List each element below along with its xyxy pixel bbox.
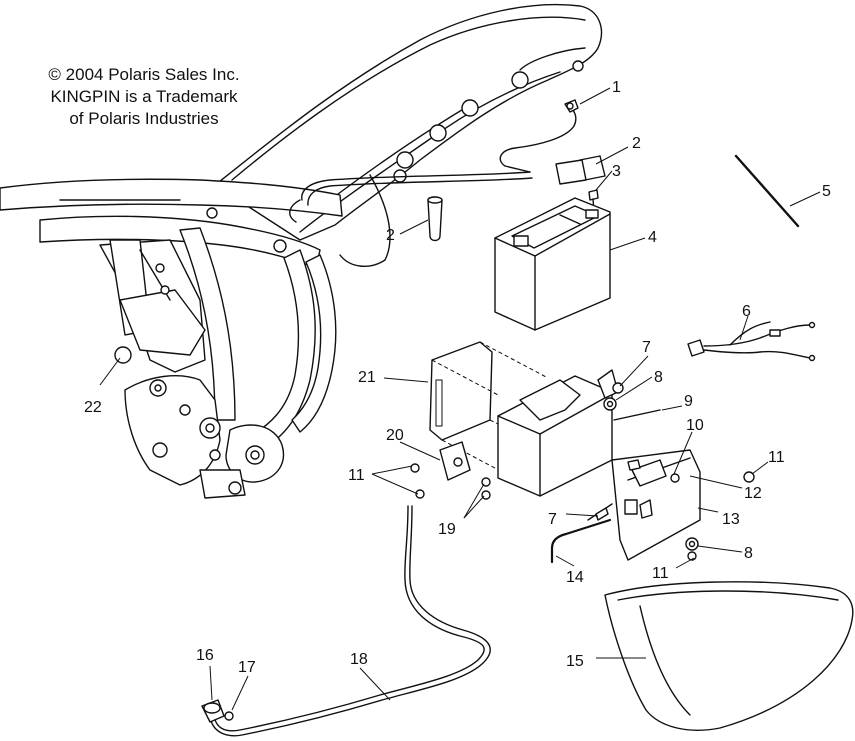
callout-17: 17: [238, 659, 256, 676]
callout-11-left: 11: [348, 467, 365, 484]
part-16-connector: [201, 699, 225, 723]
callout-8-upper: 8: [654, 369, 663, 386]
callout-16: 16: [196, 647, 214, 664]
callout-20: 20: [386, 427, 404, 444]
callout-8-lower: 8: [744, 545, 753, 562]
part-15-side-cover: [604, 581, 854, 731]
callout-15: 15: [566, 653, 584, 670]
callout-2-lower: 2: [386, 227, 395, 244]
callout-9: 9: [684, 393, 693, 410]
part-4-battery: [494, 197, 611, 331]
part-1-ground-cable: [499, 99, 579, 173]
frame-holes: [393, 60, 584, 183]
leader-lines: [99, 87, 821, 711]
callout-6: 6: [742, 303, 751, 320]
callout-18: 18: [350, 651, 368, 668]
callout-11-right: 11: [768, 449, 785, 466]
callout-12: 12: [744, 485, 762, 502]
callout-3: 3: [612, 163, 621, 180]
callout-11-bottom: 11: [652, 565, 669, 582]
callout-14: 14: [566, 569, 584, 586]
part-14-hex-key: [550, 518, 612, 564]
callout-2-upper: 2: [632, 135, 641, 152]
part-13-battery-tray: [497, 369, 701, 561]
part-5-strap: [734, 154, 800, 228]
callout-1: 1: [612, 79, 621, 96]
copyright-line-1: © 2004 Polaris Sales Inc.: [48, 65, 240, 84]
callout-7-upper: 7: [642, 339, 651, 356]
copyright-line-2: KINGPIN is a Trademark: [50, 87, 238, 106]
copyright-line-3: of Polaris Industries: [69, 109, 219, 128]
hardware-nuts-bolts: [114, 346, 755, 561]
callout-labels: 1 2 3 2 4 5 6 7 8 9 10 11 12 13 7 8 11 1…: [84, 79, 831, 676]
callout-21: 21: [358, 369, 376, 386]
callout-4: 4: [648, 229, 657, 246]
part-6-harness: [687, 321, 816, 362]
callout-10: 10: [686, 417, 704, 434]
callout-22: 22: [84, 399, 102, 416]
part-20-relay: [439, 441, 471, 481]
callout-5: 5: [822, 183, 831, 200]
motorcycle-frame: [0, 3, 603, 499]
copyright-notice: © 2004 Polaris Sales Inc. KINGPIN is a T…: [14, 64, 274, 130]
part-18-cable: [209, 505, 491, 737]
callout-19: 19: [438, 521, 456, 538]
callout-7-lower: 7: [548, 511, 557, 528]
part-21-control-module: [429, 341, 561, 477]
callout-13: 13: [722, 511, 740, 528]
part-17-nut: [224, 711, 234, 721]
